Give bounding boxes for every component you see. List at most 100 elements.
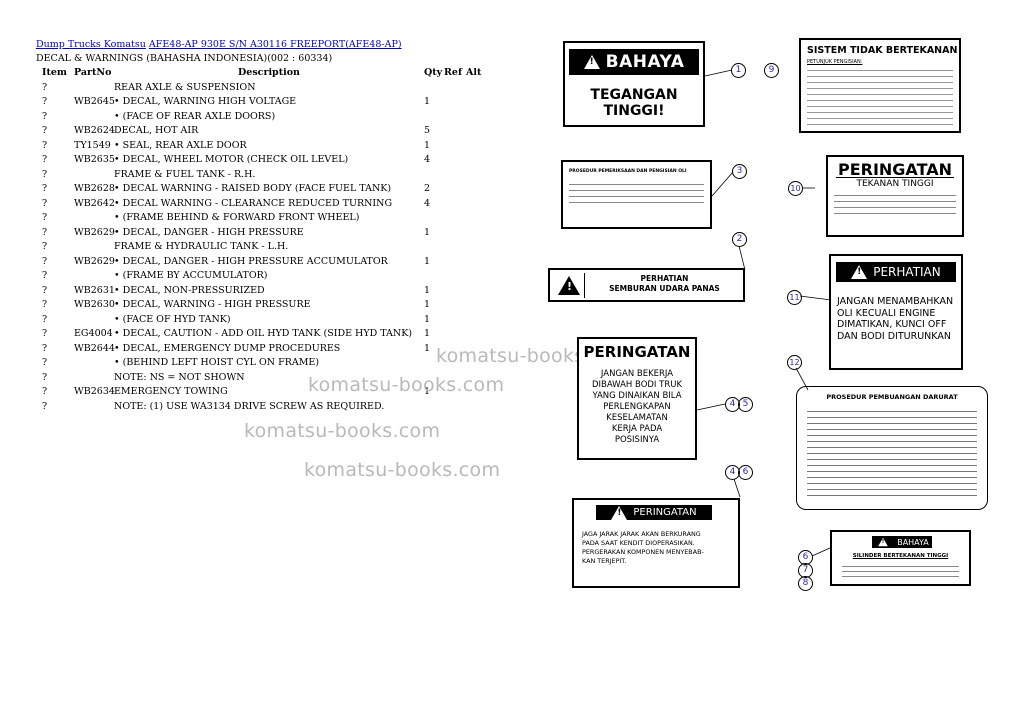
decal-line: JAGA JARAK JARAK AKAN BERKURANG: [582, 530, 701, 538]
table-header: Item PartNo Description Qty Ref Alt: [36, 66, 536, 81]
row-item: ?: [42, 81, 48, 93]
row-description: • (FRAME BY ACCUMULATOR): [114, 270, 268, 281]
section-subtitle: DECAL & WARNINGS (BAHASHA INDONESIA)(002…: [36, 53, 333, 64]
table-row: ?REAR AXLE & SUSPENSION: [36, 81, 536, 96]
table-row: ? NOTE: NS = NOT SHOWN: [36, 371, 536, 386]
row-item: ?: [42, 110, 48, 122]
row-partno: WB2629: [74, 255, 115, 267]
decal-line: JANGAN BEKERJA: [600, 369, 674, 379]
row-qty: 1: [424, 342, 431, 354]
row-description: • DECAL, WARNING - HIGH PRESSURE: [114, 299, 311, 310]
row-qty: 4: [424, 197, 431, 209]
decal-line: PERLENGKAPAN: [603, 402, 671, 412]
decal-line: DAN BODI DITURUNKAN: [837, 330, 951, 342]
breadcrumb-link-category[interactable]: Dump Trucks Komatsu: [36, 39, 146, 50]
decal-line: TEGANGAN: [590, 87, 678, 103]
row-item: ?: [42, 299, 48, 310]
row-item: ?: [42, 255, 48, 267]
row-item: ?: [42, 168, 48, 180]
row-qty: 1: [424, 96, 431, 107]
decal-prosedur-darurat: PROSEDUR PEMBUANGAN DARURAT: [796, 386, 988, 510]
decal-sub-text: PETUNJUK PENGISIAN:: [807, 59, 863, 65]
decal-prosedur-oli: PROSEDUR PEMERIKSAAN DAN PENGISIAN OLI: [561, 160, 712, 229]
decal-line: SEMBURAN UDARA PANAS: [609, 284, 720, 293]
row-item: ?: [42, 212, 48, 223]
callout-number: 6: [738, 465, 753, 480]
decal-fine-print: [834, 193, 956, 219]
row-partno: WB2635: [74, 154, 115, 165]
parts-list-panel: Dump Trucks Komatsu AFE48-AP 930E S/N A3…: [36, 38, 536, 414]
row-item: ?: [42, 371, 48, 383]
table-row: ? • (FRAME BY ACCUMULATOR): [36, 269, 536, 284]
decal-line: DIBAWAH BODI TRUK: [591, 380, 683, 390]
callout-number: 9: [764, 63, 779, 78]
table-row: ?WB2628• DECAL WARNING - RAISED BODY (FA…: [36, 182, 536, 197]
decal-head-text: SISTEM TIDAK BERTEKANAN: [807, 45, 958, 56]
row-item: ?: [42, 284, 48, 296]
decal-body: TEGANGAN TINGGI!: [565, 87, 703, 119]
table-row: ? FRAME & FUEL TANK - R.H.: [36, 168, 536, 183]
decal-bahaya-high-voltage: BAHAYA TEGANGAN TINGGI!: [563, 41, 705, 127]
decal-head-text: PROSEDUR PEMERIKSAAN DAN PENGISIAN OLI: [569, 169, 687, 174]
row-description: • SEAL, REAR AXLE DOOR: [114, 139, 247, 151]
decal-fine-print: [569, 182, 704, 208]
decal-line: KESELAMATAN: [606, 413, 668, 423]
table-row: ? • (FACE OF REAR AXLE DOORS): [36, 110, 536, 125]
row-description: • (FACE OF REAR AXLE DOORS): [114, 110, 276, 122]
row-partno: WB2628: [74, 183, 115, 194]
row-item: ?: [42, 342, 48, 354]
col-qty: Qty: [424, 67, 443, 78]
row-item: ?: [42, 313, 48, 325]
decal-head-text: PERINGATAN: [633, 507, 697, 518]
decal-header: PERINGATAN: [596, 505, 712, 520]
table-body: ?REAR AXLE & SUSPENSION?WB2645• DECAL, W…: [36, 81, 536, 415]
col-partno: PartNo: [74, 67, 112, 78]
row-partno: WB2644: [74, 342, 115, 354]
decal-head-text: BAHAYA: [605, 52, 685, 72]
decal-head-text: PROSEDUR PEMBUANGAN DARURAT: [826, 393, 958, 401]
row-description: • DECAL, CAUTION - ADD OIL HYD TANK (SID…: [114, 328, 413, 339]
table-row: ?• (FRAME BEHIND & FORWARD FRONT WHEEL): [36, 211, 536, 226]
decal-line: KAN TERJEPIT.: [582, 557, 627, 565]
callout-number: 12: [787, 355, 802, 370]
decal-perhatian-oli: PERHATIAN JANGAN MENAMBAHKAN OLI KECUALI…: [829, 254, 963, 370]
decal-icon-box: [554, 273, 585, 298]
watermark: komatsu-books.com: [304, 459, 501, 481]
decal-body: JANGAN BEKERJA DIBAWAH BODI TRUK YANG DI…: [579, 369, 695, 446]
decal-line: PERGERAKAN KOMPONEN MENYEBAB-: [582, 548, 704, 556]
table-row: ?WB2644• DECAL, EMERGENCY DUMP PROCEDURE…: [36, 342, 536, 357]
row-item: ?: [42, 270, 48, 281]
row-partno: TY1549: [74, 139, 111, 151]
row-qty: 2: [424, 183, 431, 194]
decal-peringatan-jarak: PERINGATAN JAGA JARAK JARAK AKAN BERKURA…: [572, 498, 740, 588]
row-partno: WB2634: [74, 386, 115, 397]
table-row: ?WB2642• DECAL WARNING - CLEARANCE REDUC…: [36, 197, 536, 212]
row-qty: 1: [424, 139, 431, 151]
breadcrumb-link-model[interactable]: AFE48-AP 930E S/N A30116 FREEPORT(AFE48-…: [148, 39, 402, 50]
decal-head-text: PERINGATAN: [837, 160, 953, 179]
row-description: EMERGENCY TOWING: [114, 386, 228, 397]
row-description: • DECAL, NON-PRESSURIZED: [114, 284, 265, 296]
row-qty: 1: [424, 328, 431, 339]
decal-bahaya-silinder: BAHAYA SILINDER BERTEKANAN TINGGI: [830, 530, 971, 586]
decal-body: JANGAN MENAMBAHKAN OLI KECUALI ENGINE DI…: [837, 296, 957, 342]
row-item: ?: [42, 226, 48, 238]
warning-triangle-icon: [851, 265, 868, 279]
divider: [836, 177, 954, 178]
row-item: ?: [42, 400, 48, 412]
decal-fine-print: [842, 564, 959, 578]
warning-triangle-icon: [583, 55, 600, 69]
decal-perhatian-udara-panas: PERHATIAN SEMBURAN UDARA PANAS: [548, 268, 745, 302]
callout-number: 3: [732, 164, 747, 179]
row-partno: WB2624: [74, 125, 115, 136]
row-description: FRAME & FUEL TANK - R.H.: [114, 168, 256, 180]
row-description: NOTE: (1) USE WA3134 DRIVE SCREW AS REQU…: [114, 400, 385, 412]
callout-number: 2: [732, 232, 747, 247]
row-partno: WB2642: [74, 197, 115, 209]
row-description: NOTE: NS = NOT SHOWN: [114, 371, 245, 383]
